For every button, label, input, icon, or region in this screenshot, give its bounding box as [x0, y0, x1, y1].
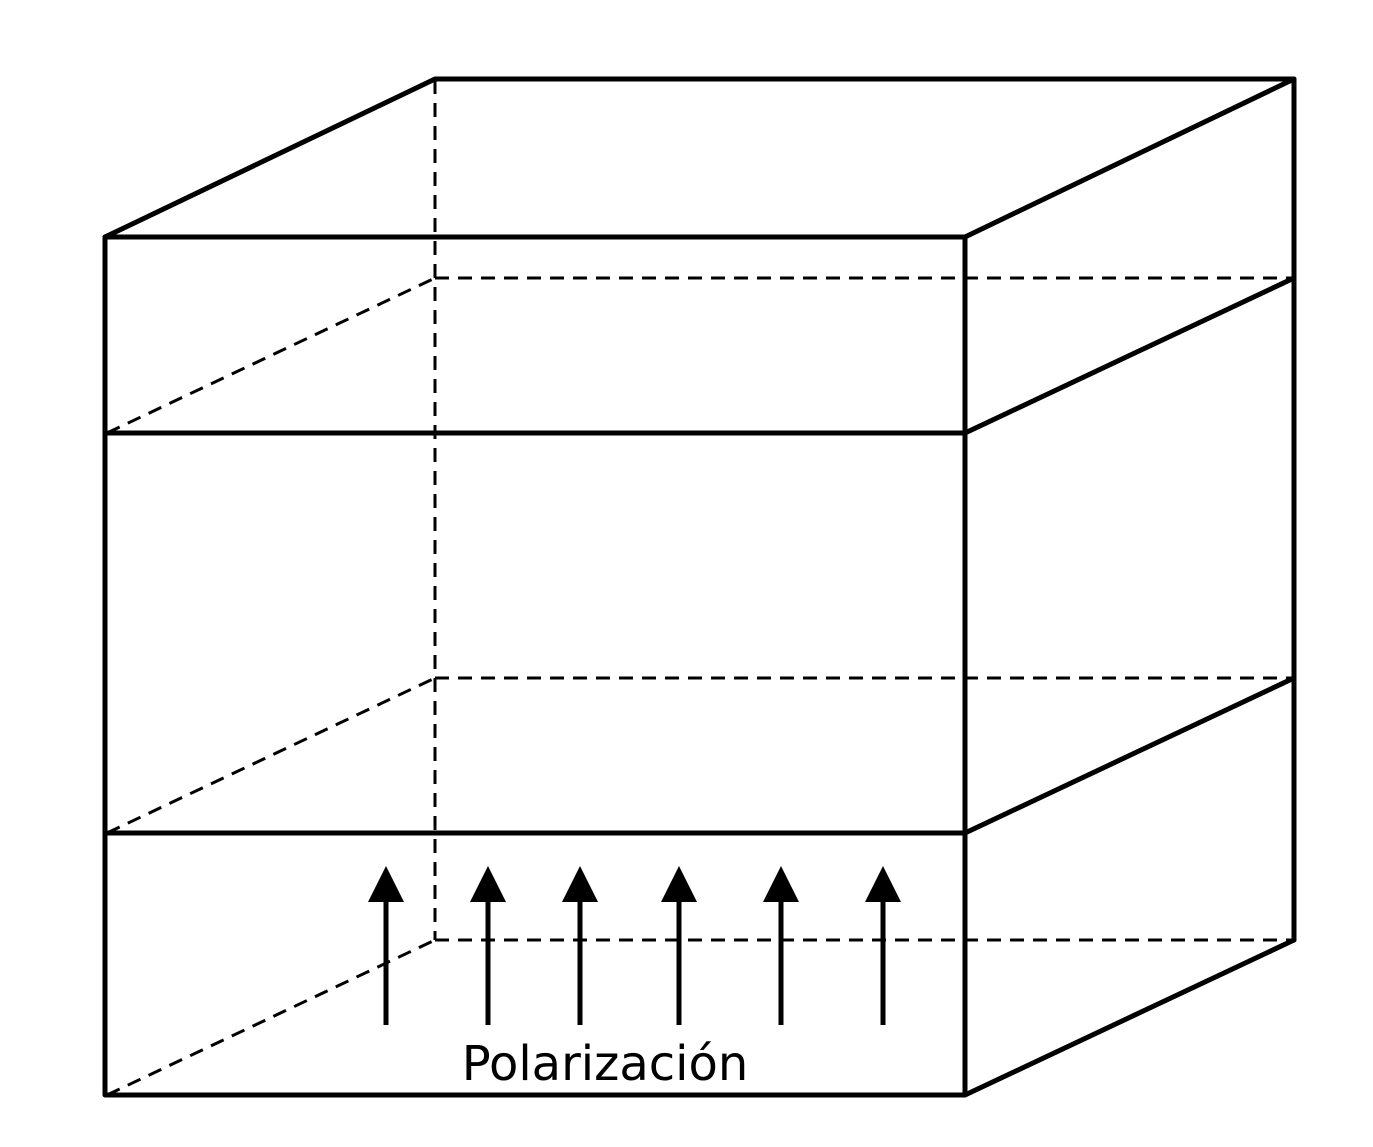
lower-plane-right-diagonal — [962, 675, 1297, 836]
visible-edges — [102, 76, 1297, 1098]
polarization-arrow — [865, 866, 901, 1025]
hidden-edges — [106, 80, 1293, 1097]
polarization-arrow — [661, 866, 697, 1025]
upper-plane-left-diagonal — [106, 276, 436, 435]
polarization-arrows — [368, 866, 901, 1025]
polarization-arrow — [470, 866, 506, 1025]
polarization-label: Polarización — [462, 1036, 749, 1092]
front-face — [102, 234, 968, 1098]
bottom-right-diagonal — [962, 937, 1297, 1098]
top-face — [102, 76, 1297, 240]
polarization-arrow — [562, 866, 598, 1025]
base-left-diagonal — [106, 938, 436, 1097]
polarization-arrow — [368, 866, 404, 1025]
upper-plane-right-diagonal — [962, 275, 1297, 436]
lower-plane-left-diagonal — [106, 676, 436, 835]
polarization-arrow — [763, 866, 799, 1025]
